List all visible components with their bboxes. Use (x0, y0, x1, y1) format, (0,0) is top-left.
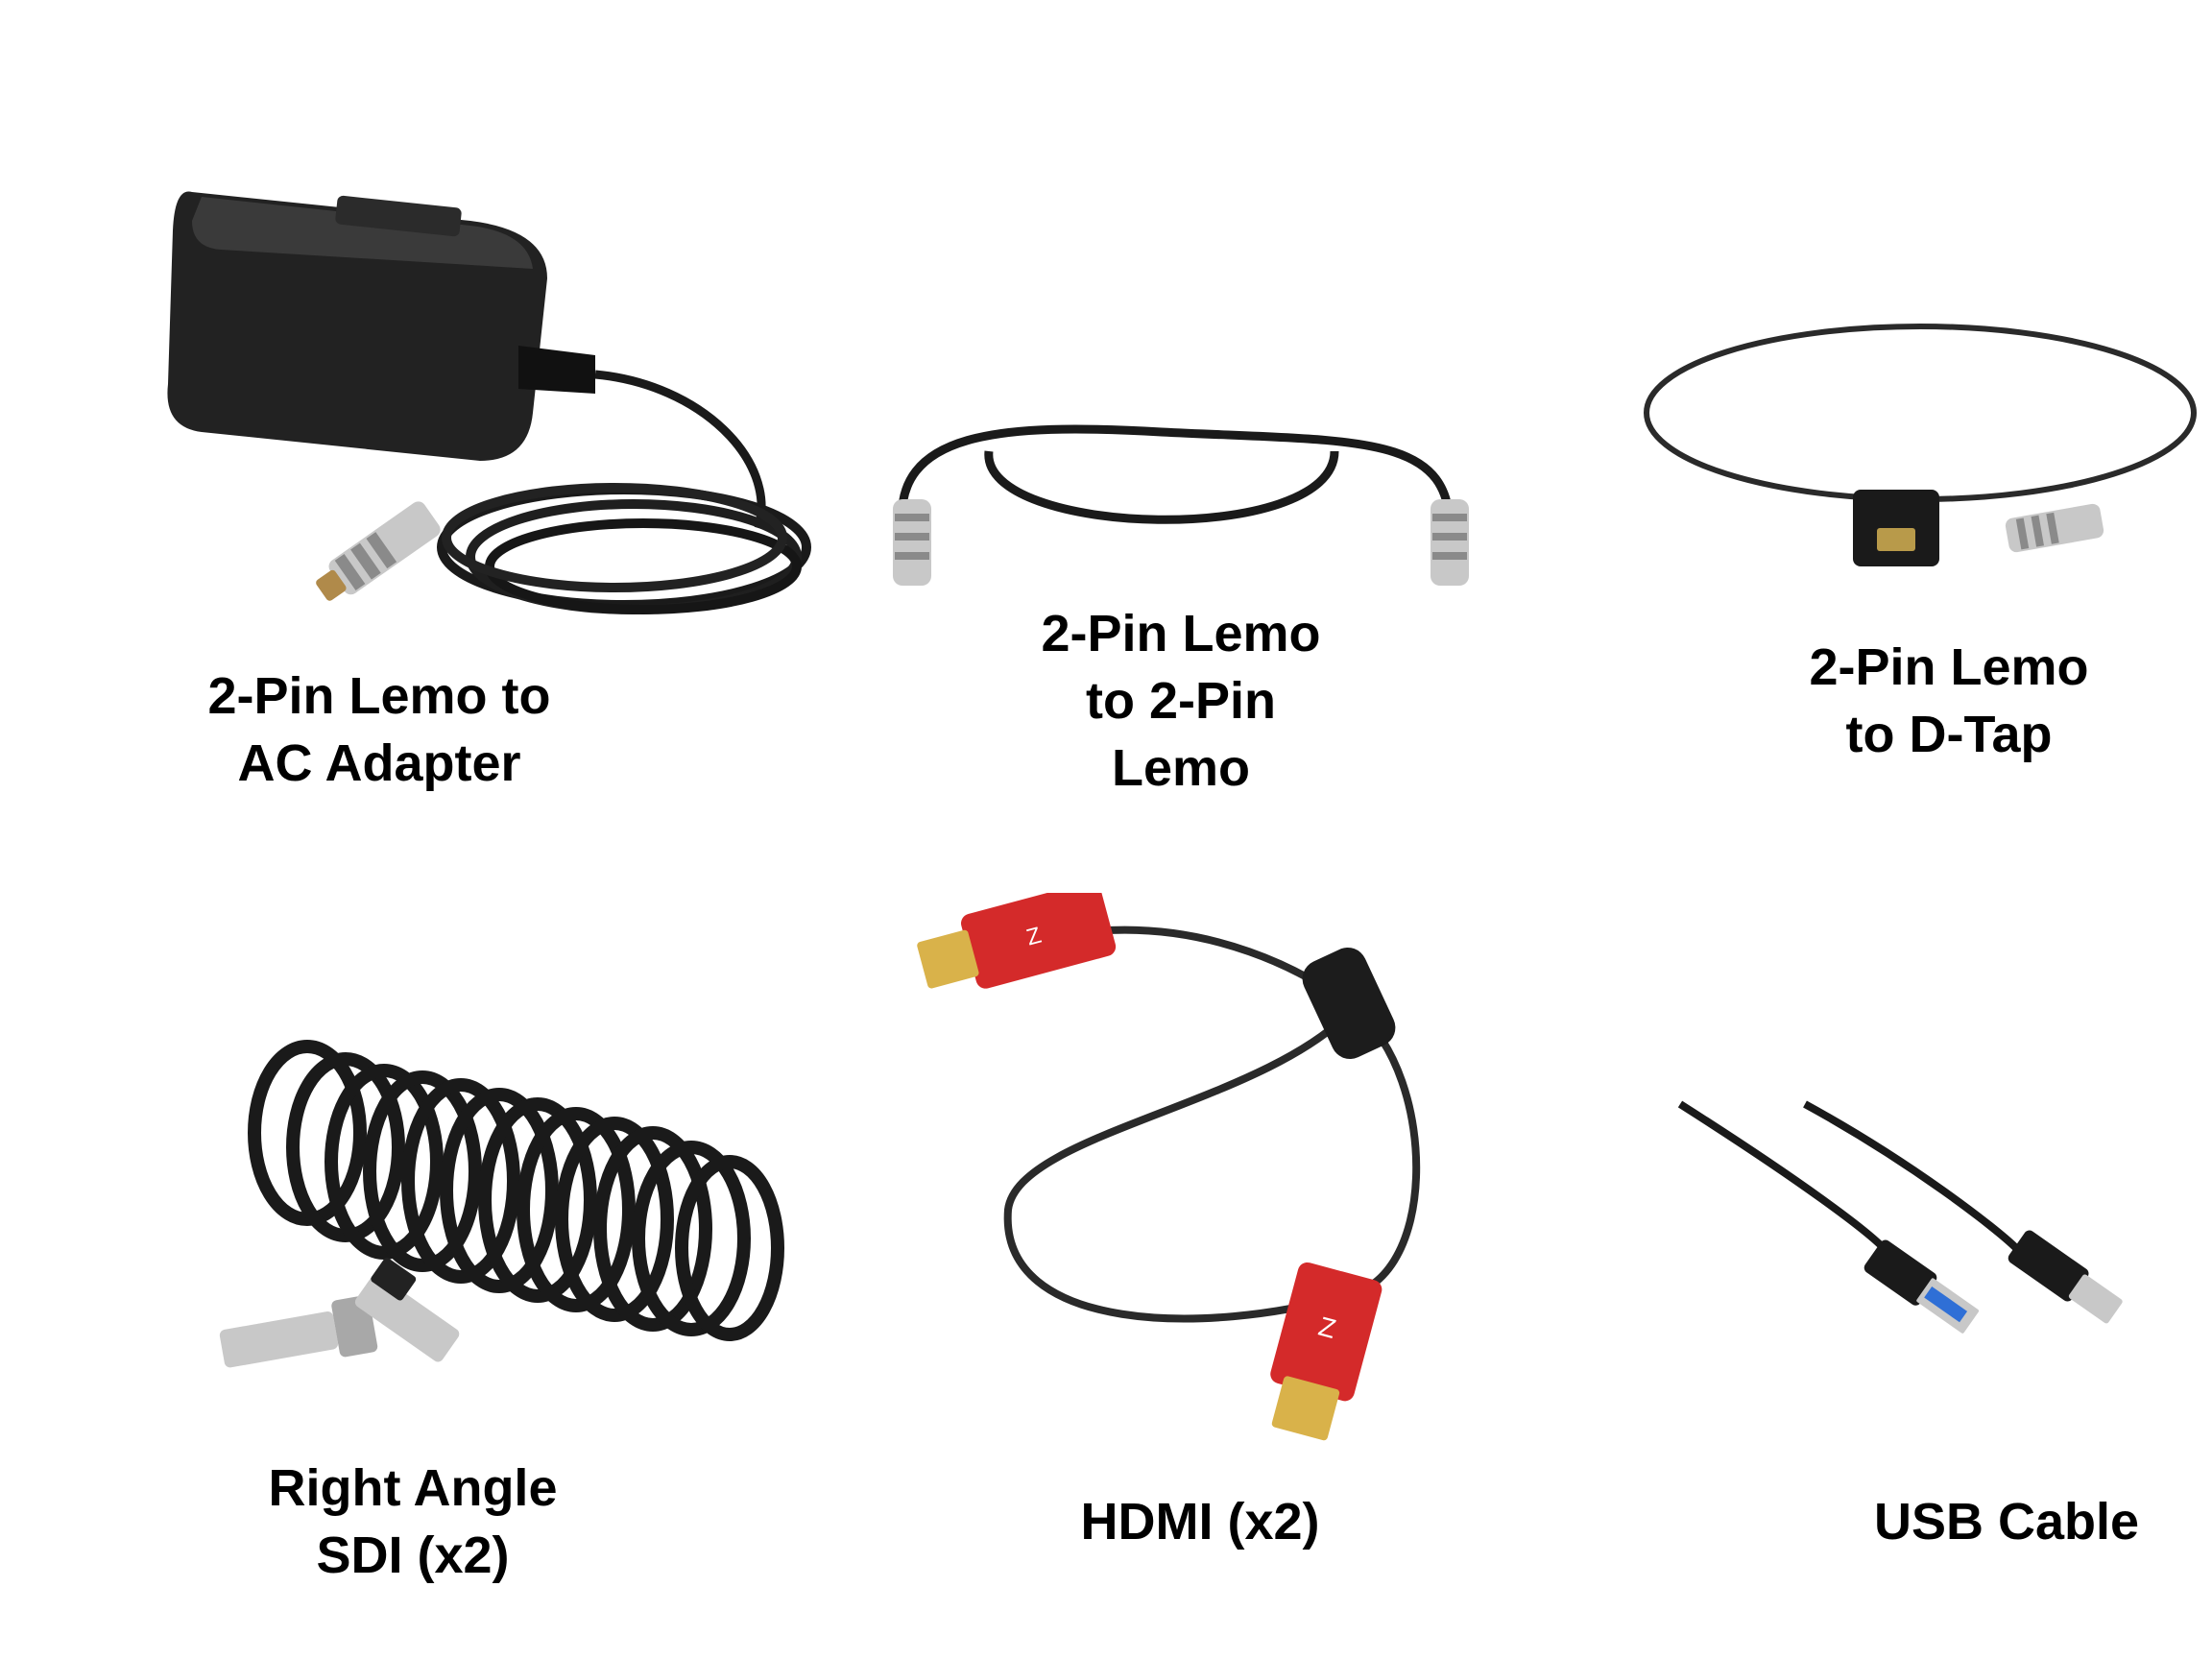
caption-line: 2-Pin Lemo to (207, 667, 551, 725)
lemo-to-dtap-caption: 2-Pin Lemo to D-Tap (1747, 634, 2151, 768)
caption-line: HDMI (x2) (1080, 1493, 1320, 1551)
caption-line: 2-Pin Lemo (1809, 638, 2089, 696)
caption-line: Lemo (1111, 739, 1251, 797)
lemo-to-dtap-cable-image (1632, 307, 2208, 576)
svg-text:Z: Z (1023, 923, 1044, 951)
right-angle-sdi-caption: Right Angle SDI (x2) (221, 1455, 605, 1589)
hdmi-cable-image: Z Z (902, 893, 1498, 1450)
caption-line: AC Adapter (237, 734, 521, 792)
caption-line: SDI (x2) (316, 1527, 510, 1584)
caption-line: USB Cable (1873, 1493, 2140, 1551)
ac-adapter-caption: 2-Pin Lemo to AC Adapter (178, 662, 581, 797)
caption-line: 2-Pin Lemo (1041, 605, 1321, 662)
lemo-to-lemo-caption: 2-Pin Lemo to 2-Pin Lemo (970, 600, 1392, 802)
caption-line: to 2-Pin (1086, 672, 1276, 730)
lemo-to-lemo-cable-image (874, 394, 1479, 586)
right-angle-sdi-cable-image (211, 1018, 806, 1402)
caption-line: Right Angle (268, 1459, 558, 1517)
ac-adapter-cable-image (163, 173, 816, 624)
caption-line: to D-Tap (1845, 706, 2053, 763)
usb-cable-image (1671, 1094, 2170, 1344)
hdmi-caption: HDMI (x2) (989, 1488, 1411, 1555)
usb-caption: USB Cable (1795, 1488, 2212, 1555)
